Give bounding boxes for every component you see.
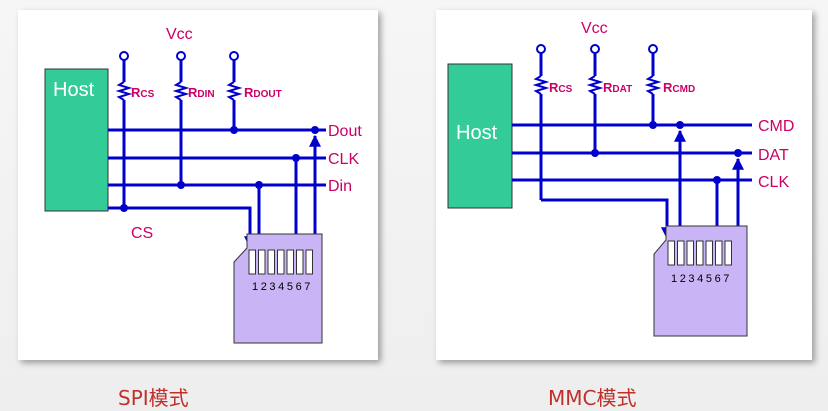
mmc-rdat-label: RDAT [603, 80, 632, 95]
spi-host-box [44, 68, 109, 212]
mmc-diagram: Host Vcc RCS RDAT RCMD [447, 20, 794, 337]
mmc-card-pin-1 [667, 240, 675, 266]
mmc-vcc-label: Vcc [581, 20, 608, 37]
mmc-label-dat: DAT [758, 147, 789, 164]
mmc-rcmd-label: RCMD [663, 80, 695, 95]
mmc-card-pin-7 [724, 240, 732, 266]
mmc-pin-numbers: 1234567 [671, 273, 732, 285]
mmc-host-box [447, 63, 513, 209]
mmc-label-clk: CLK [758, 174, 789, 191]
spi-mode-caption: SPI模式 [118, 386, 189, 410]
spi-label-din: Din [328, 178, 352, 195]
spi-sd-card: 1234567 [233, 233, 323, 344]
mmc-rcs-label: RCS [549, 80, 573, 95]
mmc-card-pin-6 [715, 240, 723, 266]
spi-card-pin-4 [277, 249, 285, 275]
mmc-card-pin-3 [686, 240, 694, 266]
spi-label-clk: CLK [328, 151, 359, 168]
spi-rdout-label: RDOUT [244, 85, 282, 100]
spi-rdin-label: RDIN [188, 85, 215, 100]
mmc-label-cmd: CMD [758, 118, 794, 135]
spi-card-pin-6 [296, 249, 304, 275]
spi-vcc-label: Vcc [166, 26, 193, 43]
spi-card-pin-3 [267, 249, 275, 275]
mmc-card-pin-2 [677, 240, 685, 266]
spi-card-pin-1 [248, 249, 256, 275]
spi-resistor-cs [115, 51, 133, 208]
spi-diagram: Host Vcc RCS RDIN RDOUT [44, 26, 362, 344]
mmc-mode-caption: MMC模式 [548, 386, 637, 410]
mmc-resistor-cs [532, 44, 550, 200]
spi-label-cs: CS [131, 225, 153, 242]
spi-resistor-dout [225, 51, 243, 130]
mmc-resistor-cmd [644, 44, 662, 125]
spi-card-pin-5 [286, 249, 294, 275]
spi-rcs-label: RCS [131, 85, 155, 100]
mmc-card: 1234567 [653, 225, 748, 337]
spi-host-label: Host [53, 79, 95, 101]
spi-card-pin-2 [258, 249, 266, 275]
mmc-resistor-dat [586, 44, 604, 153]
spi-card-pin-7 [305, 249, 313, 275]
mmc-card-pin-4 [696, 240, 704, 266]
spi-resistor-din [172, 51, 190, 185]
spi-pin-numbers: 1234567 [252, 281, 313, 293]
mmc-cs-route [541, 198, 673, 240]
spi-label-dout: Dout [328, 123, 362, 140]
mmc-host-label: Host [456, 122, 498, 144]
mmc-card-pin-5 [705, 240, 713, 266]
